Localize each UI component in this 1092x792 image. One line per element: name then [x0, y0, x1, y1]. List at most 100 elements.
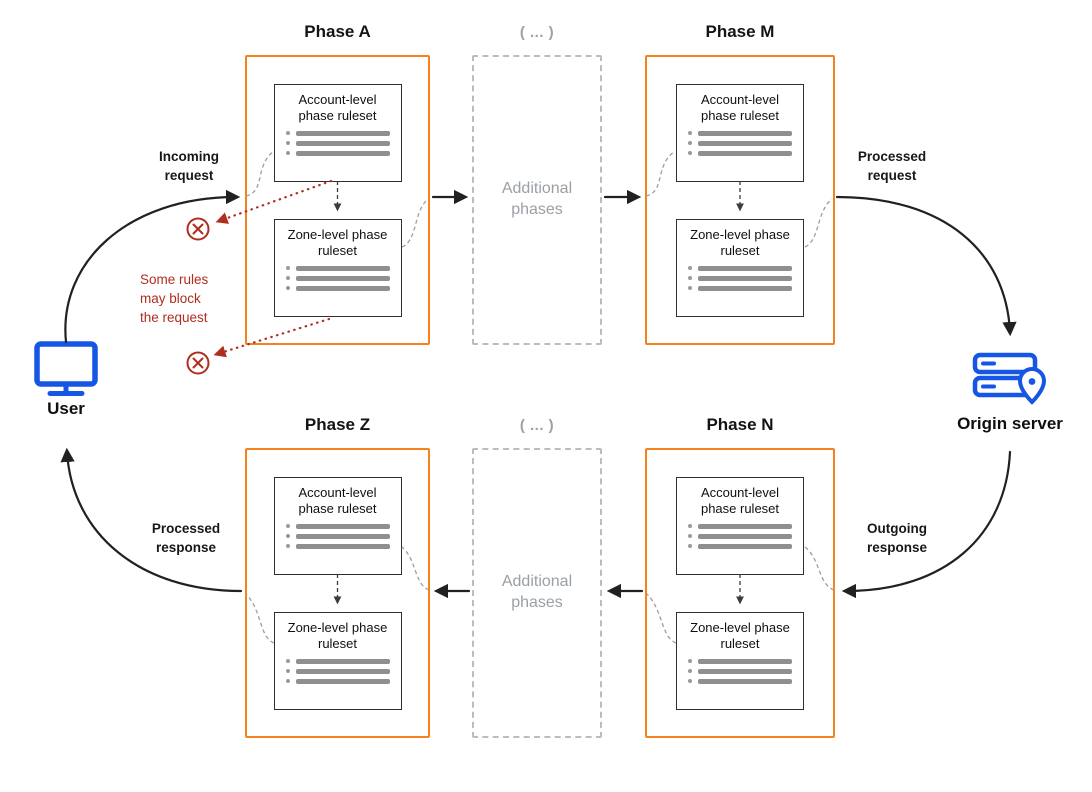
rule-bullet-icon — [285, 286, 290, 290]
zone-ruleset-title: Zone-level phase ruleset — [287, 227, 388, 259]
additional-phases-label: Additional phases — [501, 180, 573, 218]
rule-bar — [295, 150, 390, 156]
rule-bullet-icon — [285, 669, 290, 673]
rule-bar — [295, 265, 390, 271]
rule-bullet-icon — [285, 131, 290, 135]
rule-bullet-icon — [688, 131, 692, 135]
rule-line — [285, 678, 390, 684]
rule-bullet-icon — [688, 151, 692, 155]
rule-bullet-icon — [688, 544, 692, 548]
zone-ruleset-title: Zone-level phase ruleset — [287, 620, 388, 652]
phase-z-title: Phase Z — [304, 415, 371, 434]
rule-bullet-icon — [688, 659, 692, 663]
additional-phases-label: Additional phases — [501, 573, 573, 611]
block-warning-text: Some rules may block the request — [140, 272, 209, 325]
monitor-icon — [34, 341, 98, 396]
rule-bar — [698, 285, 792, 291]
ruleset-rules — [688, 130, 792, 156]
rule-bar — [295, 130, 390, 136]
rule-bar — [295, 543, 390, 549]
rule-line — [688, 150, 792, 156]
server-pin-icon — [972, 352, 1047, 405]
rule-bar — [295, 533, 390, 539]
rule-line — [285, 150, 390, 156]
rule-line — [285, 285, 390, 291]
additional-phases-box-bottom: Additional phases — [472, 448, 602, 738]
rule-line — [285, 130, 390, 136]
rule-line — [285, 523, 390, 529]
phase-n-title: Phase N — [706, 415, 774, 434]
blocked-x-icon — [186, 351, 210, 375]
processed-response-label: Processed response — [151, 521, 221, 555]
user-icon — [32, 340, 100, 398]
arrow-processed-request — [835, 195, 1017, 337]
rule-line — [285, 543, 390, 549]
rule-bar — [698, 140, 792, 146]
rule-bar — [698, 265, 792, 271]
phase-m-account-ruleset-card: Account-level phase ruleset — [676, 84, 804, 182]
rule-line — [688, 130, 792, 136]
rule-bar — [295, 285, 390, 291]
rule-line — [285, 533, 390, 539]
phase-n-box: Account-level phase ruleset Zone-level p… — [645, 448, 835, 738]
ruleset-rules — [285, 130, 390, 156]
rule-bullet-icon — [285, 544, 290, 548]
rule-bullet-icon — [285, 679, 290, 683]
phase-z-account-ruleset-card: Account-level phase ruleset — [273, 477, 402, 575]
rule-bullet-icon — [688, 679, 692, 683]
rule-bar — [698, 533, 792, 539]
rule-line — [688, 658, 792, 664]
rule-bullet-icon — [688, 141, 692, 145]
rule-bar — [698, 543, 792, 549]
origin-server-icon — [972, 348, 1050, 412]
ruleset-rules — [285, 658, 390, 684]
account-ruleset-title: Account-level phase ruleset — [700, 485, 780, 517]
rule-line — [688, 533, 792, 539]
phase-n-zone-ruleset-card: Zone-level phase ruleset — [676, 612, 804, 710]
rule-bar — [295, 140, 390, 146]
rule-bullet-icon — [285, 276, 290, 280]
incoming-request-label: Incoming request — [159, 149, 219, 183]
processed-request-label: Processed request — [857, 149, 927, 183]
origin-server-label: Origin server — [957, 414, 1063, 433]
phase-z-zone-ruleset-card: Zone-level phase ruleset — [273, 612, 402, 710]
phase-m-box: Account-level phase ruleset Zone-level p… — [645, 55, 835, 345]
rule-line — [285, 275, 390, 281]
rule-bar — [295, 275, 390, 281]
ruleset-rules — [688, 265, 792, 291]
rule-bullet-icon — [285, 141, 290, 145]
rule-bullet-icon — [688, 276, 692, 280]
rule-bullet-icon — [688, 669, 692, 673]
rule-bar — [698, 150, 792, 156]
rule-bullet-icon — [688, 534, 692, 538]
additional-phases-header-top: ( ... ) — [519, 24, 555, 41]
rule-line — [688, 265, 792, 271]
rule-bar — [295, 678, 390, 684]
rule-bullet-icon — [688, 266, 692, 270]
phase-a-box: Account-level phase ruleset Zone-level p… — [245, 55, 430, 345]
rule-bullet-icon — [285, 151, 290, 155]
rule-bar — [295, 668, 390, 674]
rule-line — [688, 678, 792, 684]
phase-m-zone-ruleset-card: Zone-level phase ruleset — [676, 219, 804, 317]
account-ruleset-title: Account-level phase ruleset — [298, 485, 377, 517]
zone-ruleset-title: Zone-level phase ruleset — [690, 227, 790, 259]
account-ruleset-title: Account-level phase ruleset — [298, 92, 377, 124]
rule-bullet-icon — [285, 524, 290, 528]
rule-bar — [698, 668, 792, 674]
blocked-x-icon — [186, 217, 210, 241]
additional-phases-header-bottom: ( ... ) — [519, 417, 555, 434]
user-label: User — [47, 399, 85, 418]
rule-line — [688, 523, 792, 529]
rule-line — [688, 140, 792, 146]
phase-z-box: Account-level phase ruleset Zone-level p… — [245, 448, 430, 738]
phase-a-title: Phase A — [304, 22, 371, 41]
rule-line — [688, 543, 792, 549]
rule-bar — [698, 275, 792, 281]
rule-bar — [295, 523, 390, 529]
rule-bar — [698, 130, 792, 136]
rule-bullet-icon — [285, 534, 290, 538]
phase-a-zone-ruleset-card: Zone-level phase ruleset — [273, 219, 402, 317]
phase-n-account-ruleset-card: Account-level phase ruleset — [676, 477, 804, 575]
